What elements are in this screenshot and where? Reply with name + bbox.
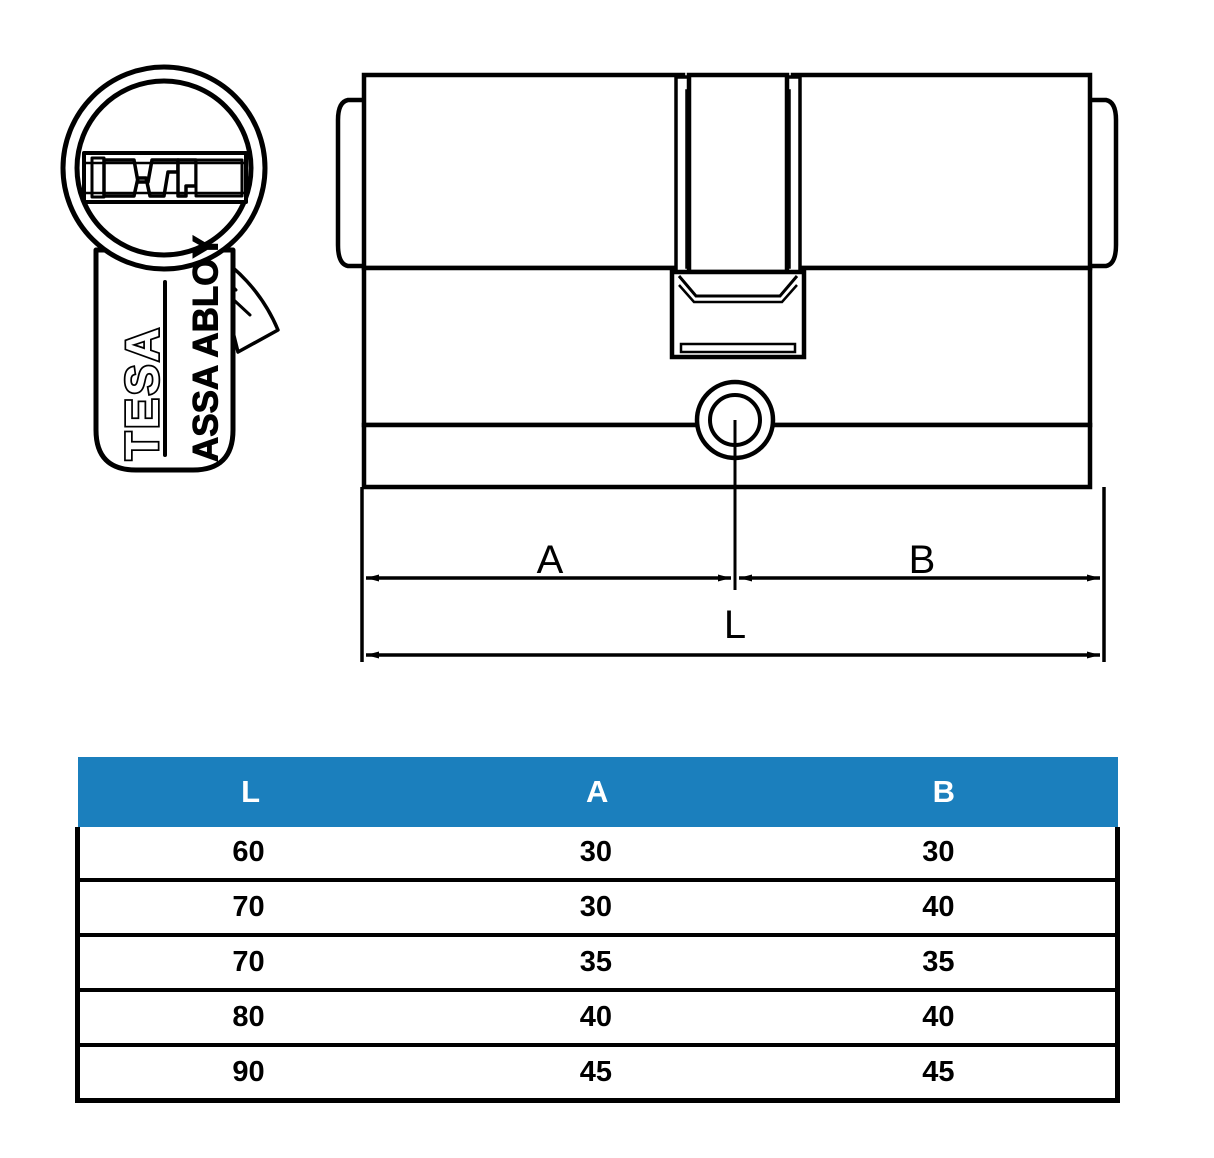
dimension-labels: A B L: [537, 538, 936, 647]
dimension-label-l: L: [724, 603, 746, 647]
table-body: 60 30 30 70 30 40 70 35 35 80 40 40: [75, 827, 1120, 1103]
cell-a: 40: [424, 988, 771, 1045]
cell-l: 80: [75, 988, 425, 1045]
brand-secondary-label: ASSA ABLOY: [186, 235, 225, 462]
cell-l: 90: [75, 1043, 425, 1103]
cam-bottom-lip: [679, 342, 797, 354]
cylinder-right-rim: [1085, 97, 1119, 269]
keyway-warding-profile: [102, 158, 180, 198]
cell-l: 70: [75, 933, 425, 990]
cell-a: 30: [424, 878, 771, 935]
cell-l: 60: [75, 827, 425, 880]
column-header-l: L: [77, 757, 425, 827]
cell-b: 40: [770, 878, 1120, 935]
cylinder-right-barrel: [790, 72, 1093, 271]
cylinder-size-table: L A B 60 30 30 70 30 40 70 35: [75, 757, 1120, 1103]
cam-upper-plate: [686, 72, 790, 275]
technical-drawing: TESA ASSA ABLOY: [60, 64, 1119, 662]
cell-l: 70: [75, 878, 425, 935]
dimension-annotations: [360, 420, 1106, 662]
spec-table-container: L A B 60 30 30 70 30 40 70 35: [75, 757, 1120, 1103]
cell-a: 35: [424, 933, 771, 990]
column-header-a: A: [424, 757, 771, 827]
keyway-right-channel: [194, 158, 244, 198]
table-row: 70 30 40: [75, 878, 1120, 935]
key-branding: TESA ASSA ABLOY: [114, 235, 225, 463]
cylinder-left-barrel: [361, 72, 686, 271]
dimension-label-a: A: [537, 538, 564, 582]
cylinder-left-rim: [335, 97, 369, 269]
brand-primary-label: TESA: [116, 325, 168, 460]
cell-a: 45: [424, 1043, 771, 1103]
cell-b: 35: [770, 933, 1120, 990]
cell-b: 45: [770, 1043, 1120, 1103]
table-header: L A B: [77, 757, 1118, 827]
dimension-label-b: B: [909, 538, 936, 582]
column-header-b: B: [770, 757, 1118, 827]
table-row: 70 35 35: [75, 933, 1120, 990]
cam-chamfer-facets-2: [678, 284, 798, 304]
cam-chamfer-facets: [677, 275, 799, 298]
table-row: 90 45 45: [75, 1043, 1120, 1103]
cylinder-side-view: [335, 72, 1119, 490]
key-profile-view: [60, 64, 280, 473]
table-row: 60 30 30: [75, 827, 1120, 880]
cell-b: 40: [770, 988, 1120, 1045]
cell-a: 30: [424, 827, 771, 880]
cam-lower-housing: [669, 269, 807, 360]
table-row: 80 40 40: [75, 988, 1120, 1045]
cell-b: 30: [770, 827, 1120, 880]
table-header-row: L A B: [77, 757, 1118, 827]
